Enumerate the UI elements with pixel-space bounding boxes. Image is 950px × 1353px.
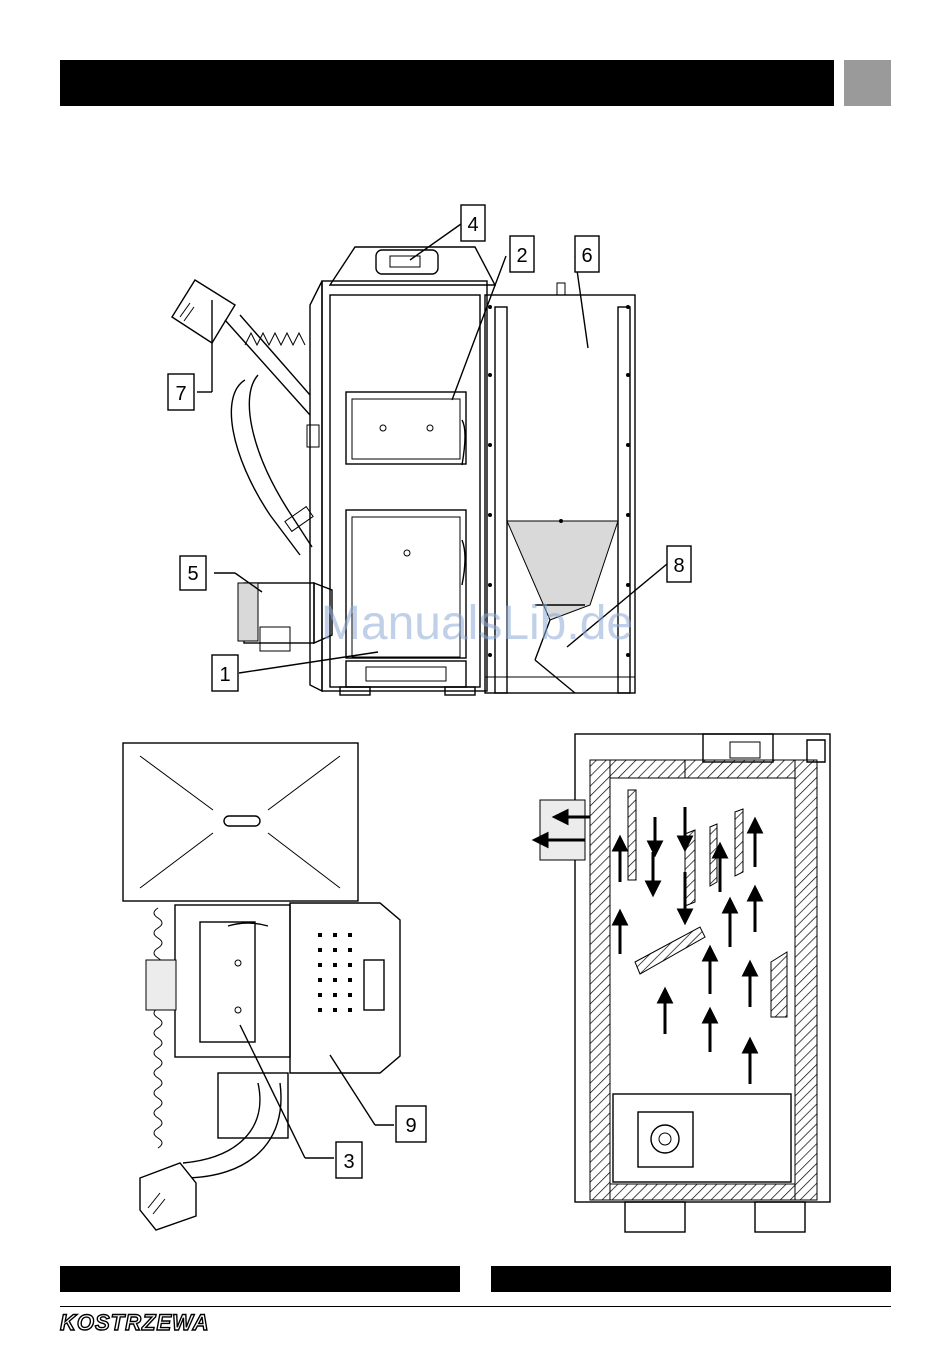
callout-1: 1 [219,664,230,686]
callout-7: 7 [175,383,186,405]
callout-6: 6 [581,245,592,267]
callout-3: 3 [343,1151,354,1173]
callout-8: 8 [673,555,684,577]
watermark: ManualsLib.de [282,596,672,651]
callout-5: 5 [187,563,198,585]
footer-rule [60,1306,891,1307]
callout-4: 4 [467,214,478,236]
footer-bar-left [60,1266,460,1292]
callout-9: 9 [405,1115,416,1137]
callout-2: 2 [516,245,527,267]
footer-bar-right [491,1266,891,1292]
brand-logo: KOSTRZEWA [60,1310,210,1334]
